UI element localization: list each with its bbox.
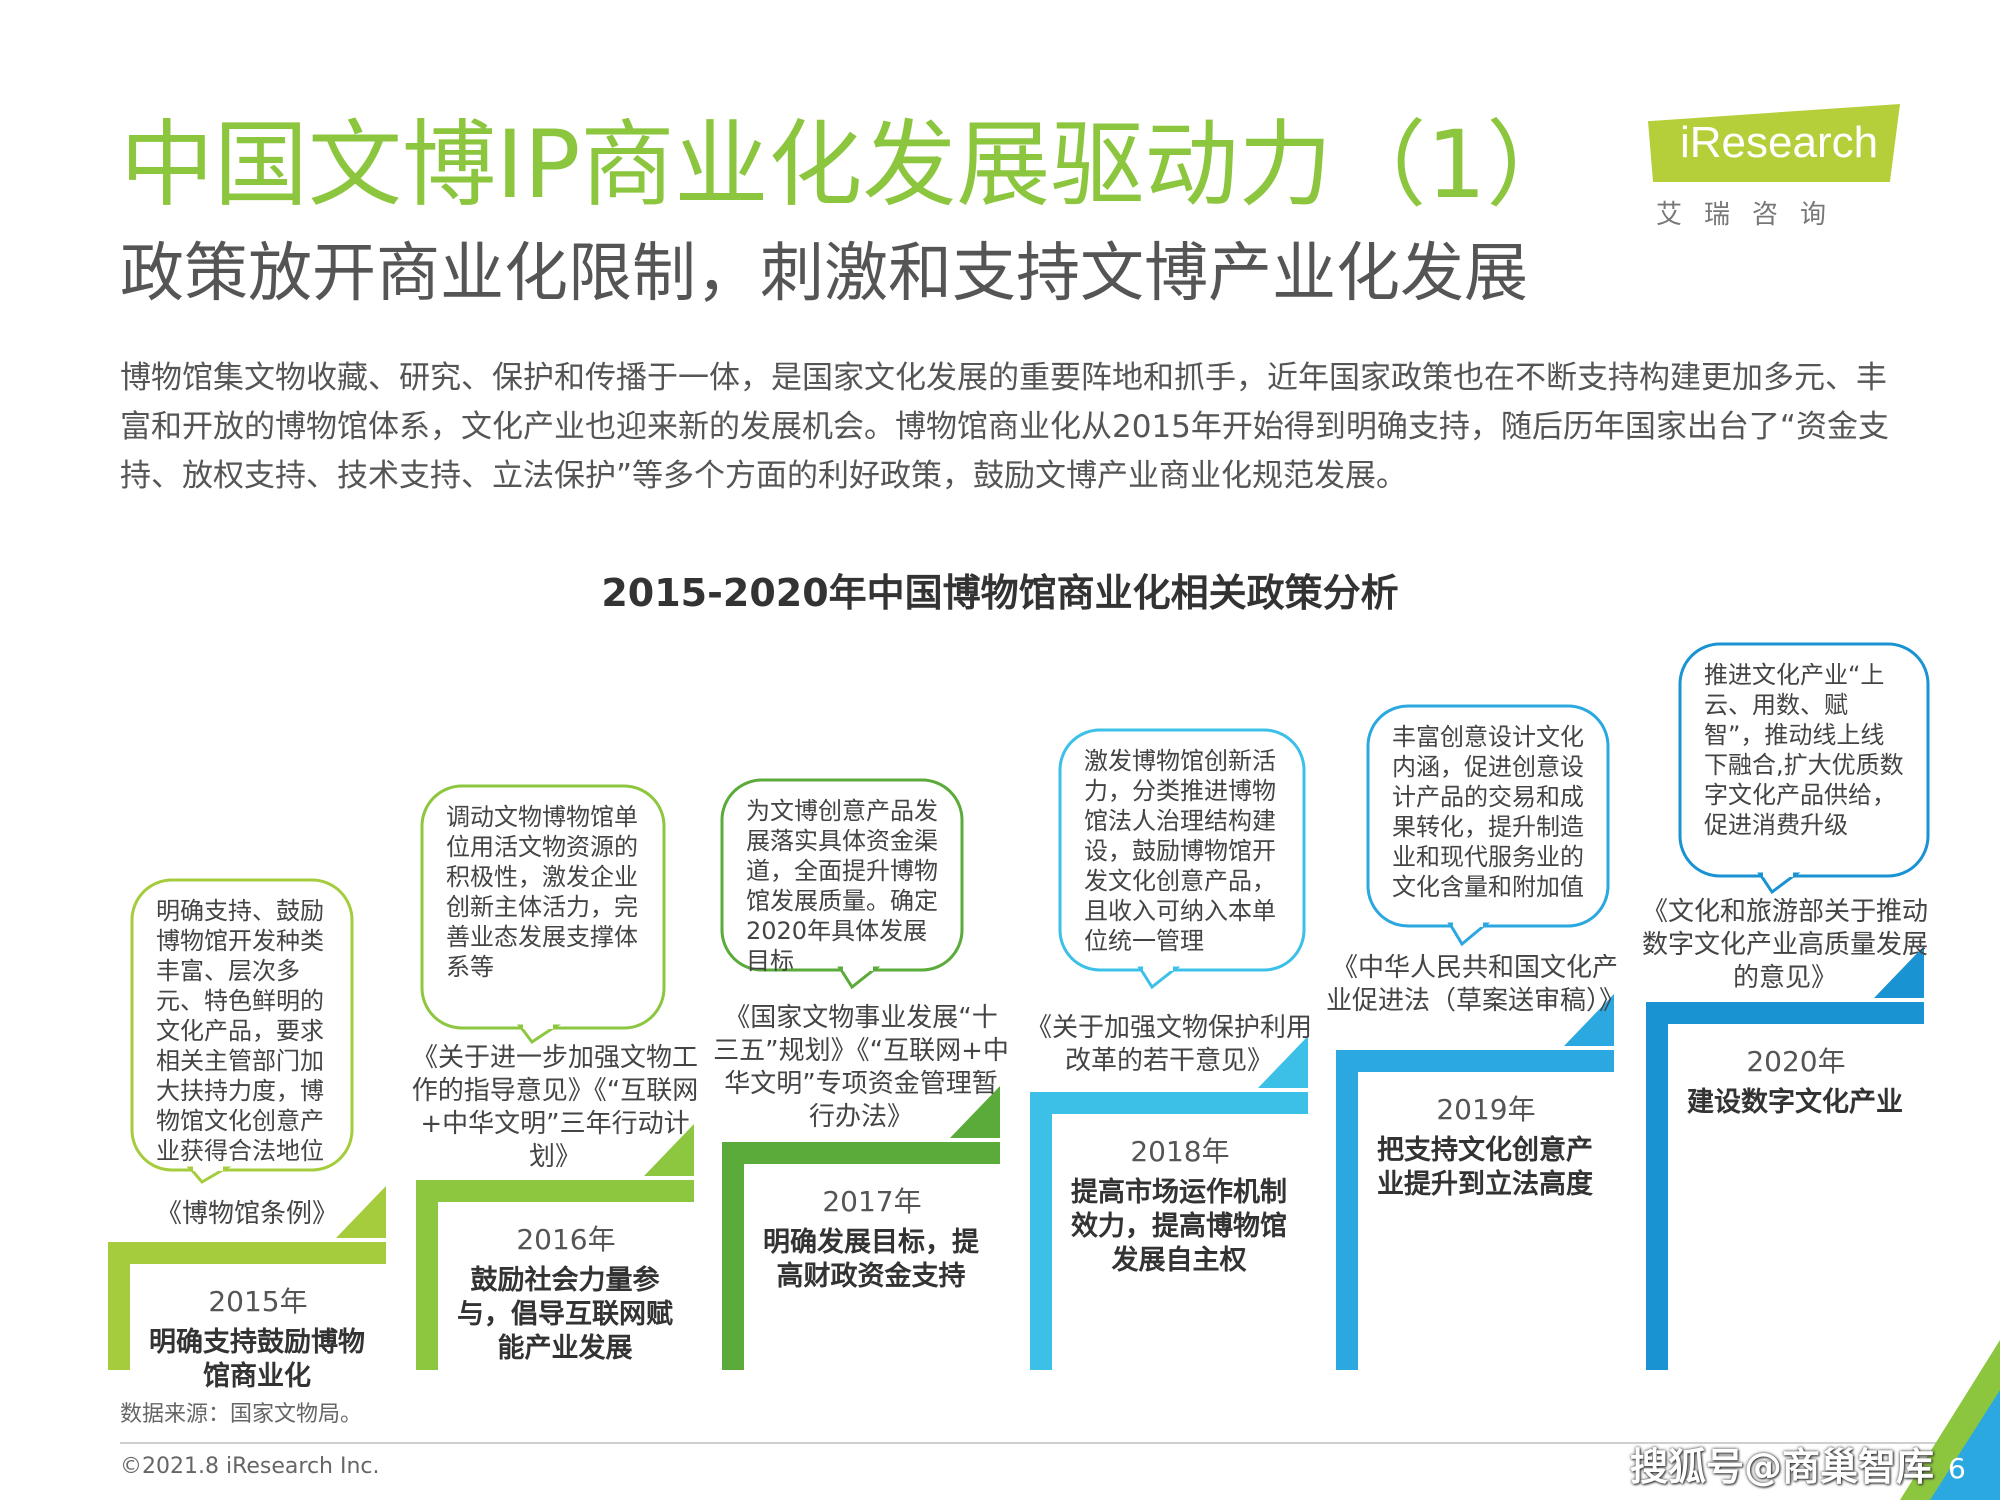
watermark: 搜狐号@商巢智库 [1630, 1445, 1935, 1489]
step-riser [108, 1242, 130, 1370]
speech-bubble-joint [1763, 871, 1793, 877]
speech-bubble [1058, 728, 1306, 972]
step-triangle [1258, 1036, 1308, 1088]
speech-bubble [130, 878, 354, 1172]
step-triangle [1564, 994, 1614, 1046]
step-riser [1646, 1002, 1668, 1370]
step-bar [1646, 1002, 1924, 1024]
speech-bubble-joint [523, 1023, 553, 1029]
speech-bubble-joint [843, 965, 873, 971]
page-title: 中国文博IP商业化发展驱动力（1） [120, 111, 1581, 220]
logo-chinese-name: 艾瑞咨询 [1656, 200, 1849, 230]
step-riser [722, 1142, 744, 1370]
speech-bubble [1366, 704, 1610, 928]
speech-bubble-joint [1453, 921, 1483, 927]
page-number: 6 [1948, 1452, 1966, 1485]
step-riser [1336, 1050, 1358, 1370]
step-triangle [950, 1086, 1000, 1138]
step-bar [1336, 1050, 1614, 1072]
speech-bubble [420, 784, 666, 1030]
diagram-title: 2015-2020年中国博物馆商业化相关政策分析 [601, 571, 1399, 615]
speech-bubble [720, 778, 964, 972]
step-triangle [336, 1186, 386, 1238]
step-triangle [1874, 946, 1924, 998]
step-bar [108, 1242, 386, 1264]
intro-paragraph: 博物馆集文物收藏、研究、保护和传播于一体，是国家文化发展的重要阵地和抓手，近年国… [120, 360, 1889, 494]
data-source: 数据来源：国家文物局。 [120, 1402, 363, 1427]
speech-bubble-joint [1143, 965, 1173, 971]
step-triangle [644, 1124, 694, 1176]
corner-decoration [1900, 1340, 2000, 1500]
step-bar [722, 1142, 1000, 1164]
step-riser [416, 1180, 438, 1370]
page-subtitle: 政策放开商业化限制，刺激和支持文博产业化发展 [120, 237, 1528, 311]
step-bar [1030, 1092, 1308, 1114]
copyright: ©2021.8 iResearch Inc. [120, 1454, 380, 1479]
speech-bubble-joint [193, 1165, 223, 1171]
logo: iResearch [1680, 118, 1879, 167]
footer-divider [120, 1442, 2000, 1444]
step-bar [416, 1180, 694, 1202]
step-riser [1030, 1092, 1052, 1370]
speech-bubble [1678, 642, 1930, 878]
